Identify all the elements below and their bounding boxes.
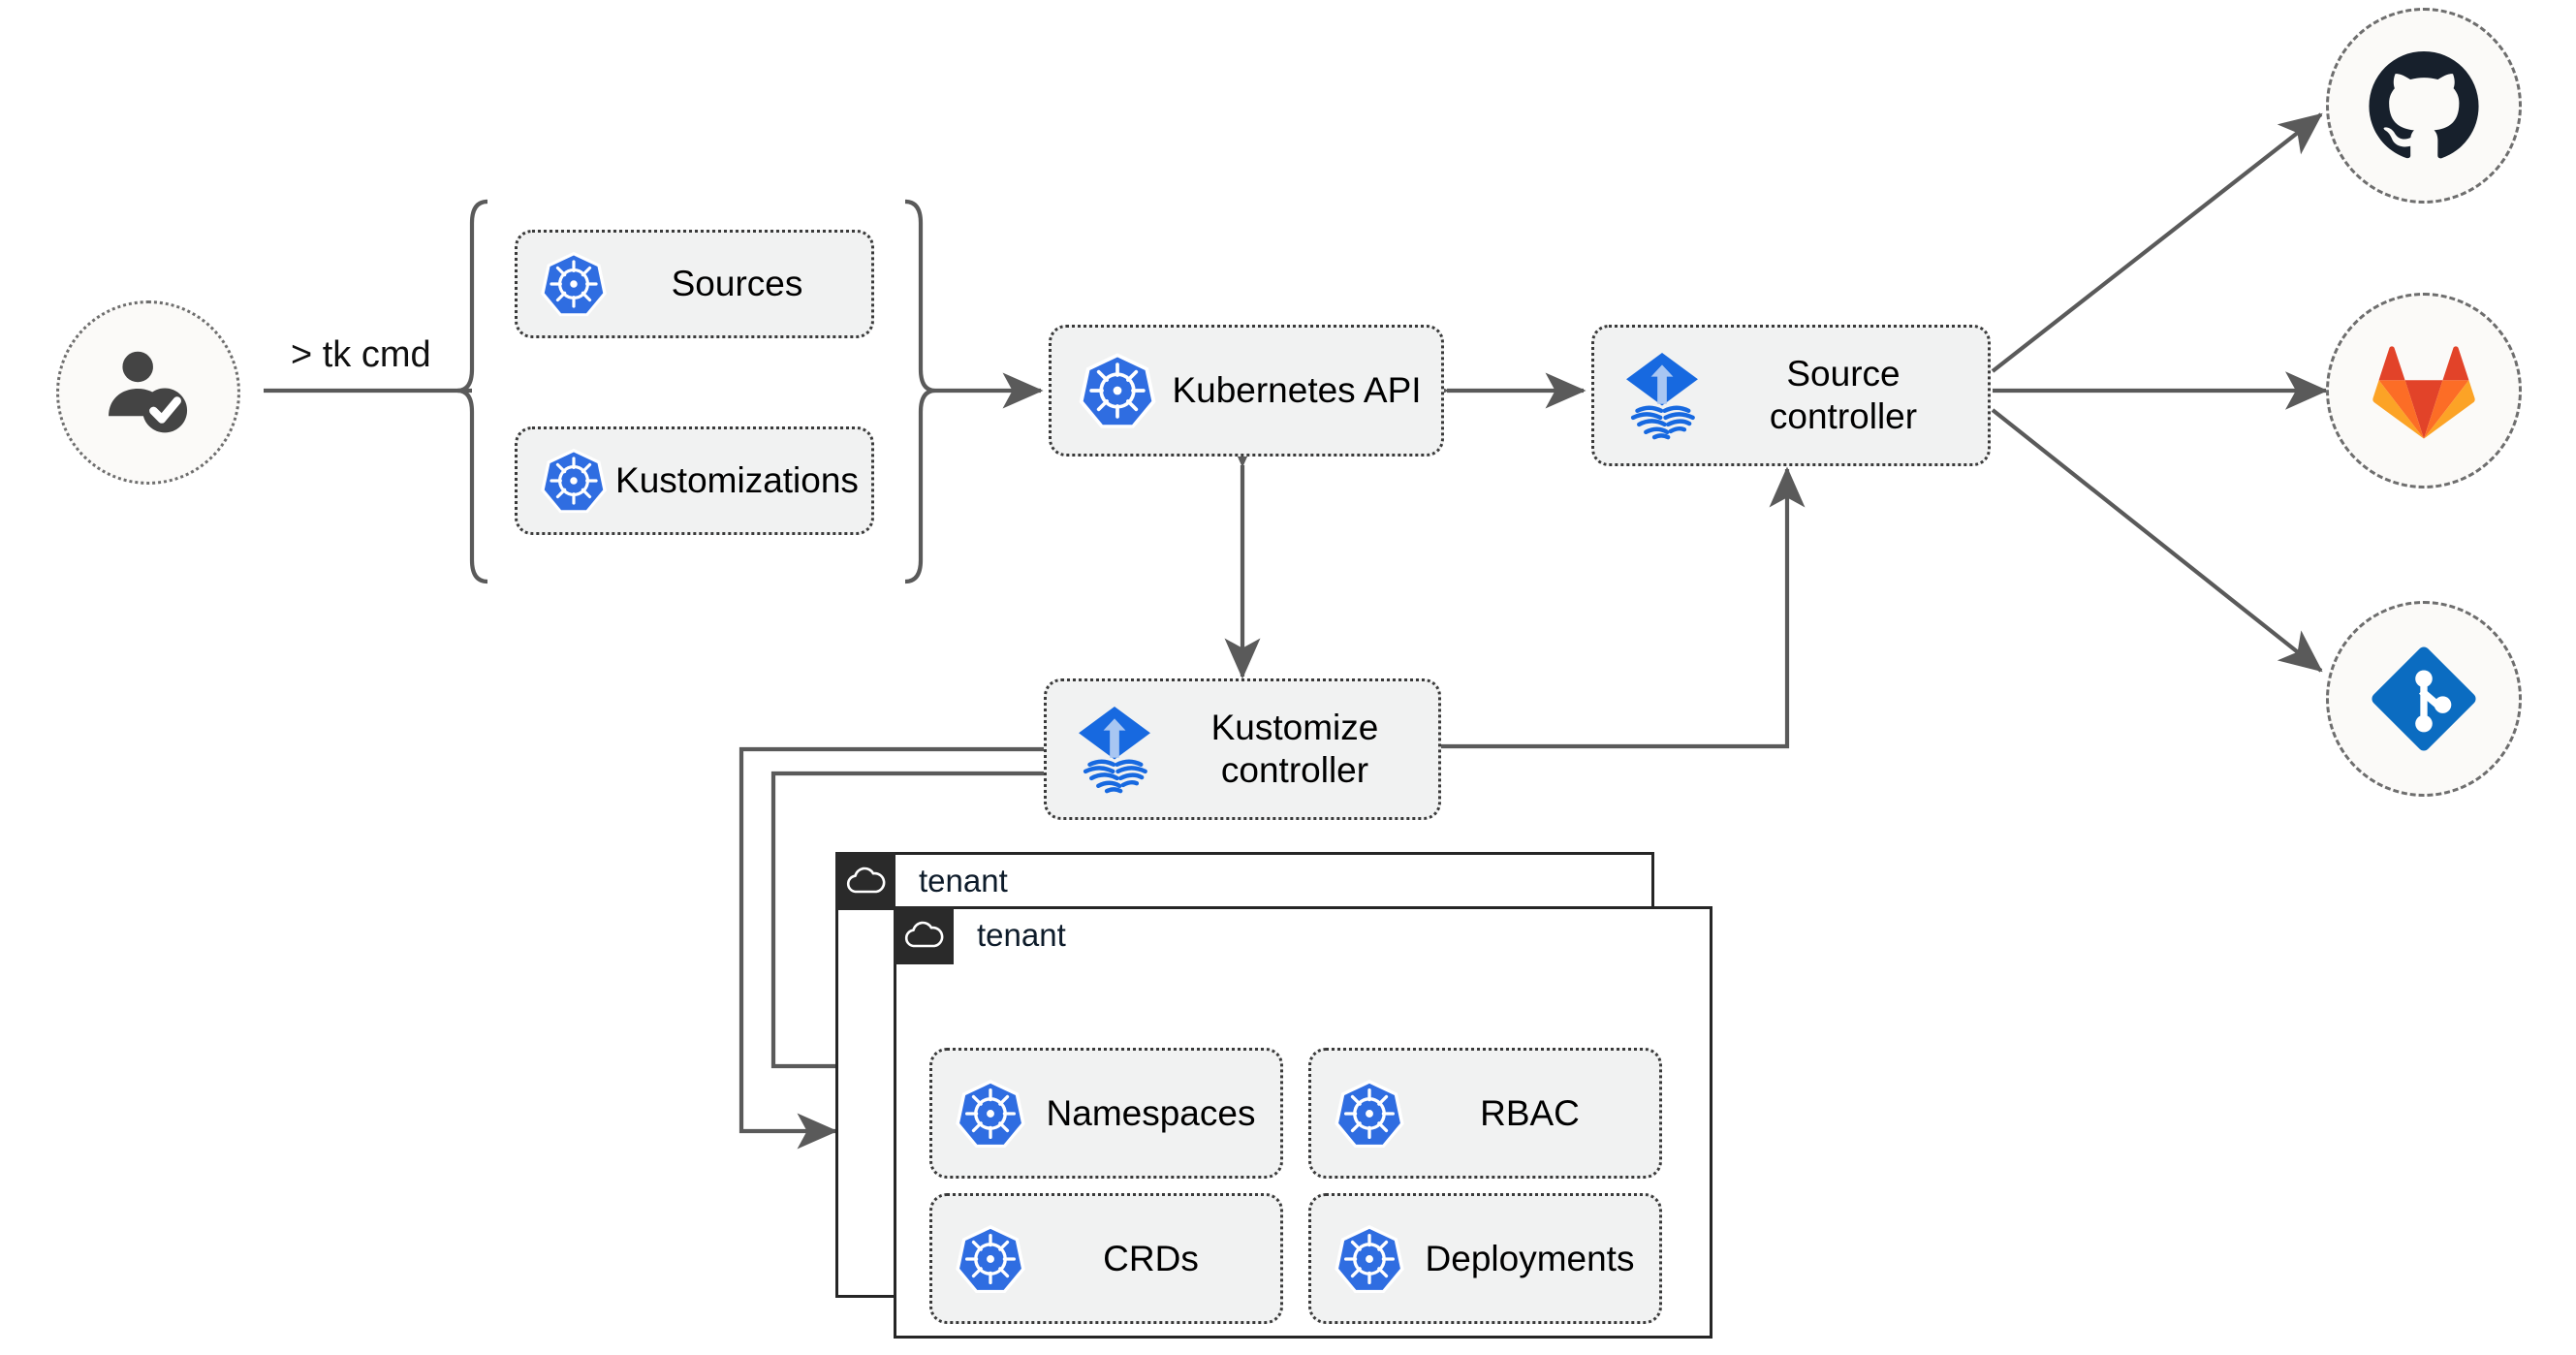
user-actor [56,300,240,485]
cloud-icon [835,852,895,910]
tenant-title: tenant [977,917,1066,953]
edge-kustomize-to-source-controller [1441,466,1806,749]
kubernetes-icon [539,249,609,319]
kubernetes-icon [1333,1222,1406,1296]
git-repository-icon [2372,646,2476,751]
node-label: Kustomizations [615,460,859,501]
gitlab-icon [2372,346,2475,439]
provider-gitlab[interactable] [2326,293,2522,488]
node-namespaces[interactable]: Namespaces [929,1048,1283,1179]
brace-right [904,199,936,584]
tenant-header: tenant [835,852,1008,910]
kubernetes-icon [539,446,609,516]
node-kubernetes-api[interactable]: Kubernetes API [1049,325,1444,457]
node-label: Namespaces [1046,1092,1256,1133]
node-kustomizations[interactable]: Kustomizations [515,426,874,535]
tenant-title: tenant [919,863,1008,898]
node-label: Deployments [1425,1238,1635,1278]
node-sources[interactable]: Sources [515,230,874,338]
node-kustomize-controller[interactable]: Kustomize controller [1044,678,1441,820]
provider-git[interactable] [2326,601,2522,797]
node-crds[interactable]: CRDs [929,1193,1283,1324]
cloud-icon [894,906,954,964]
node-label: Sources [671,264,803,304]
kubernetes-icon [1077,350,1158,431]
github-icon [2369,50,2479,159]
kubernetes-icon [954,1222,1027,1296]
node-label: Kubernetes API [1172,370,1422,411]
command-label: > tk cmd [291,334,431,375]
kubernetes-icon [1333,1077,1406,1150]
node-label: Source controller [1769,354,1918,436]
node-deployments[interactable]: Deployments [1308,1193,1662,1324]
node-label: RBAC [1480,1092,1580,1133]
edge-source-controller-to-git [1991,408,2323,673]
tenant-header: tenant [894,906,1066,964]
node-label: CRDs [1103,1238,1199,1278]
node-source-controller[interactable]: Source controller [1591,325,1991,466]
edge-source-controller-to-github [1991,112,2323,373]
flux-icon [1072,705,1157,794]
node-label: Kustomize controller [1210,708,1379,790]
provider-github[interactable] [2326,8,2522,204]
verified-user-icon [109,351,188,433]
tenant-cluster-front[interactable]: tenant Namespaces [894,906,1712,1339]
node-rbac[interactable]: RBAC [1308,1048,1662,1179]
brace-left [456,199,488,584]
flux-icon [1619,351,1705,440]
kubernetes-icon [954,1077,1027,1150]
